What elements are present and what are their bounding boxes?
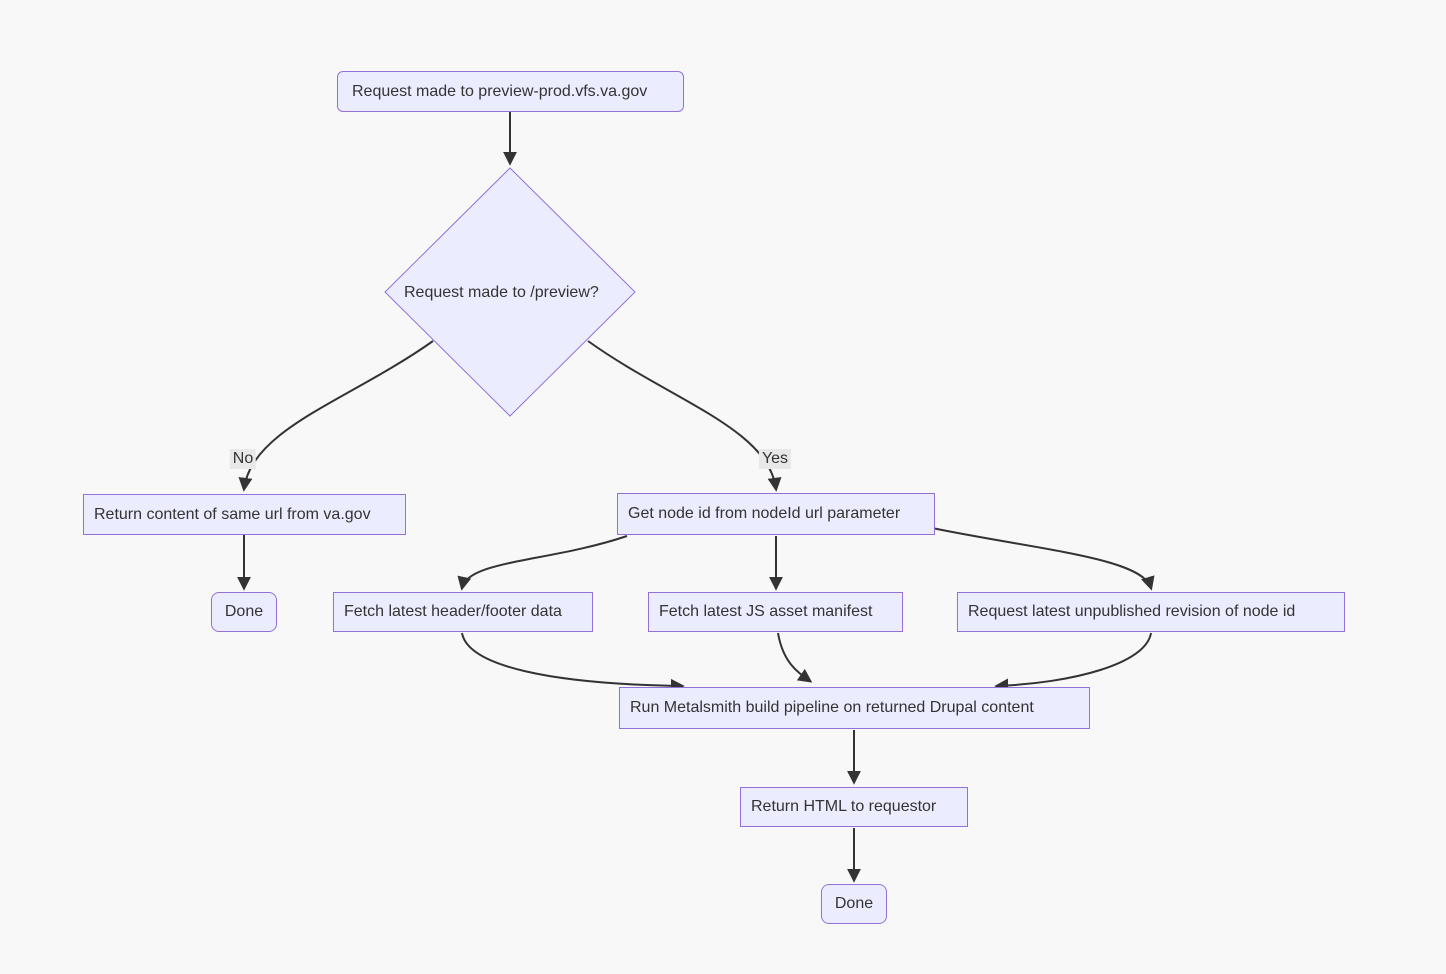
node-start: Request made to preview-prod.vfs.va.gov: [337, 71, 684, 112]
node-decision-label: Request made to /preview?: [404, 284, 599, 301]
decision-diamond-shape: [384, 167, 636, 417]
node-fetch-js-manifest: Fetch latest JS asset manifest: [648, 592, 903, 632]
node-run-metalsmith: Run Metalsmith build pipeline on returne…: [619, 687, 1090, 729]
edge-label-no: No: [229, 449, 257, 469]
node-fetch-header-footer: Fetch latest header/footer data: [333, 592, 593, 632]
node-done-bottom: Done: [821, 884, 887, 924]
edge-decision-no: [238, 340, 434, 492]
node-done-left: Done: [211, 592, 277, 632]
edge-getnode-revision: [931, 527, 1155, 591]
edge-jsmanifest-metalsmith: [777, 632, 813, 683]
node-return-html: Return HTML to requestor: [740, 787, 968, 827]
edge-label-yes: Yes: [758, 449, 792, 469]
node-request-revision: Request latest unpublished revision of n…: [957, 592, 1345, 632]
edge-headerfooter-metalsmith: [461, 632, 685, 693]
node-get-node-id: Get node id from nodeId url parameter: [617, 493, 935, 535]
edge-getnode-headerfooter: [457, 535, 628, 591]
node-return-same-url: Return content of same url from va.gov: [83, 494, 406, 535]
edge-decision-yes: [587, 340, 782, 492]
edge-revision-metalsmith: [994, 632, 1152, 693]
